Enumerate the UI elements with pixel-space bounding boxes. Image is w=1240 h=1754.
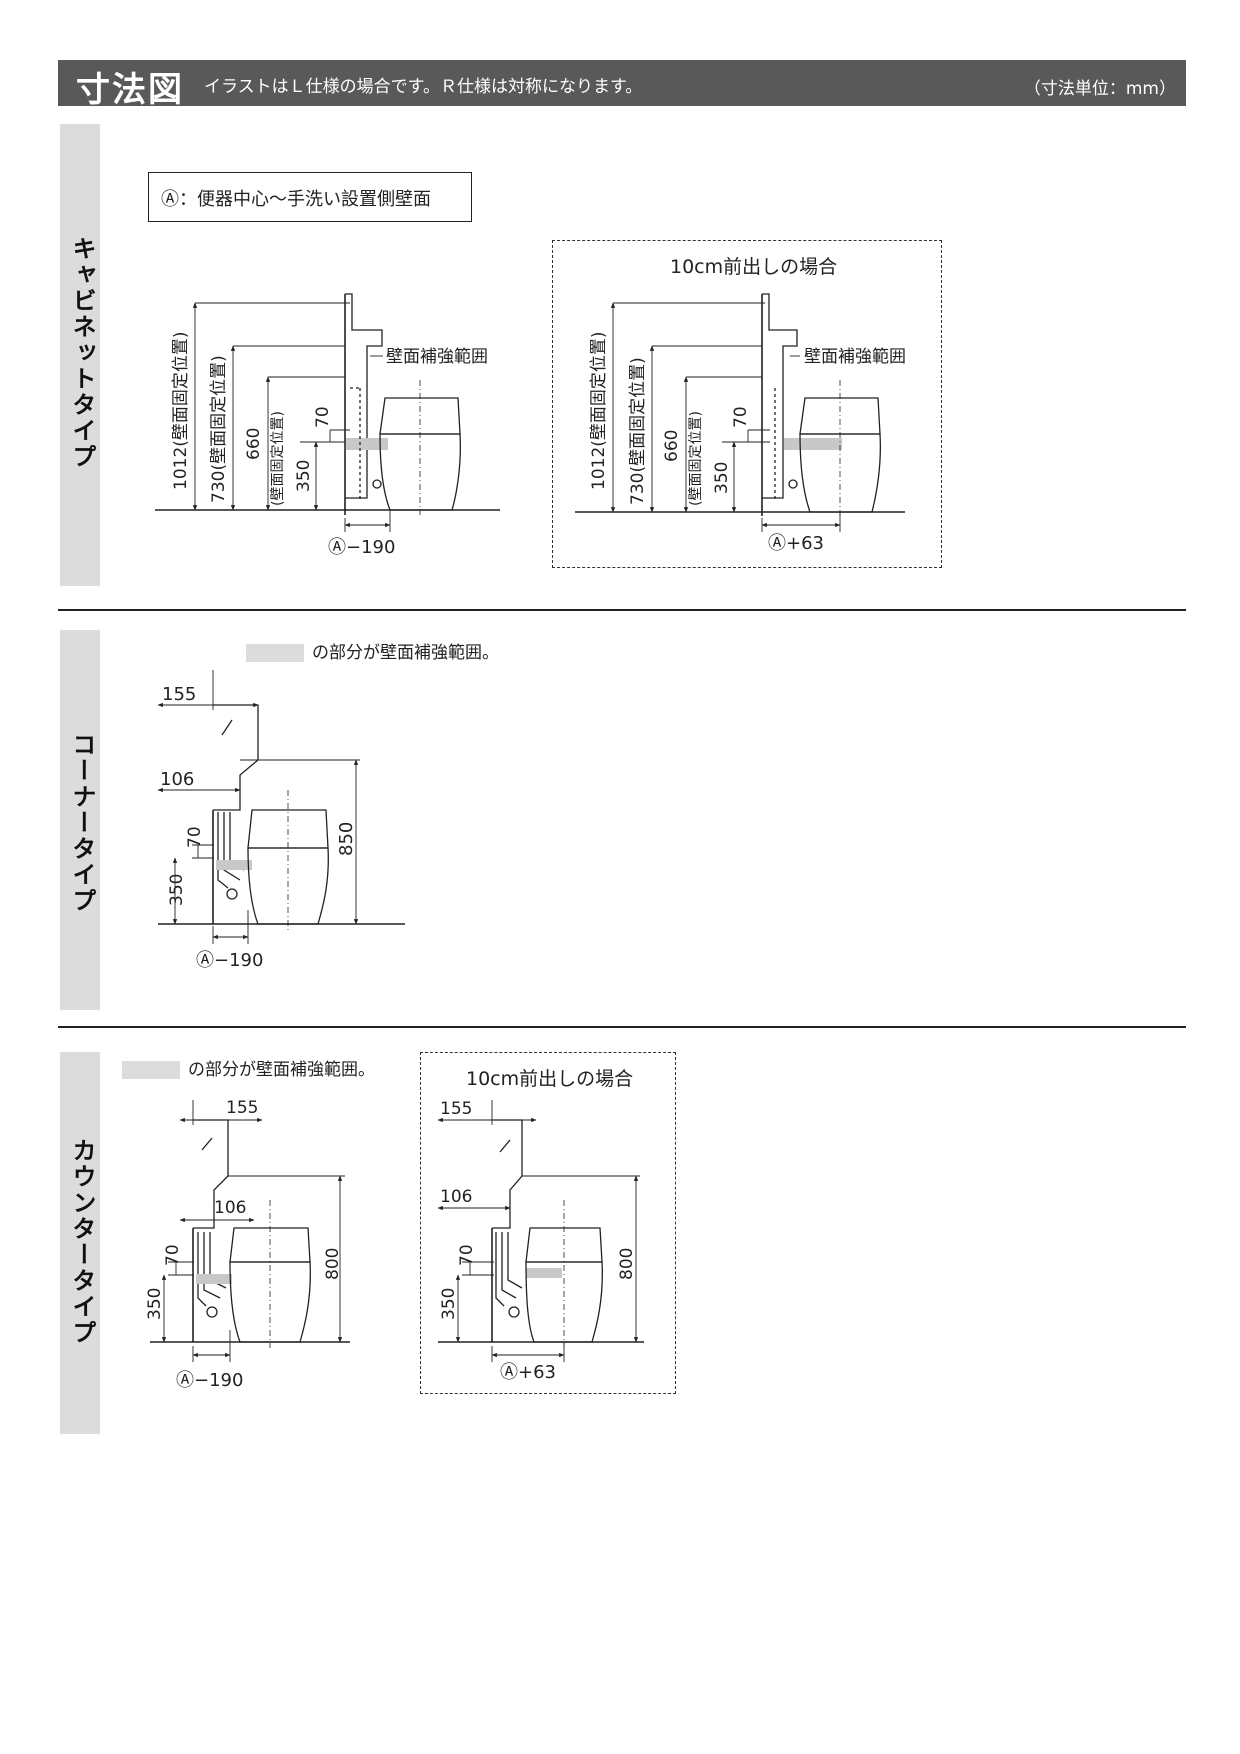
dim-350: 350 bbox=[145, 1288, 165, 1320]
offset-label: Ⓐ+63 bbox=[768, 533, 824, 554]
legend-text: Ⓐ：便器中心〜手洗い設置側壁面 bbox=[161, 189, 431, 210]
offset-label: Ⓐ+63 bbox=[500, 1362, 556, 1383]
tab-counter-label: カウンタータイプ bbox=[68, 1138, 96, 1346]
counter-left-diagram bbox=[150, 1100, 350, 1362]
dim-350: 350 bbox=[439, 1288, 459, 1320]
dim-155: 155 bbox=[440, 1099, 472, 1119]
dim-1012: 1012(壁面固定位置) bbox=[171, 331, 191, 490]
tab-cabinet-label: キャビネットタイプ bbox=[68, 236, 96, 470]
dim-155: 155 bbox=[162, 684, 196, 705]
wall-reinforce-label: 壁面補強範囲 bbox=[386, 347, 488, 367]
dim-1012: 1012(壁面固定位置) bbox=[589, 331, 609, 490]
dim-106: 106 bbox=[214, 1198, 246, 1218]
offset-label: Ⓐ−190 bbox=[196, 950, 263, 971]
dim-660-sub: (壁面固定位置) bbox=[270, 411, 286, 506]
dim-350: 350 bbox=[712, 462, 732, 494]
dim-730: 730(壁面固定位置) bbox=[209, 355, 229, 503]
offset-label: Ⓐ−190 bbox=[176, 1370, 243, 1391]
header-note: イラストはＬ仕様の場合です。Ｒ仕様は対称になります。 bbox=[204, 77, 643, 97]
dim-106: 106 bbox=[160, 769, 194, 790]
counter-right-diagram bbox=[437, 1100, 644, 1362]
reinforcement-swatch bbox=[122, 1061, 180, 1079]
swatch-legend: の部分が壁面補強範囲。 bbox=[122, 1055, 375, 1080]
swatch-legend: の部分が壁面補強範囲。 bbox=[246, 638, 499, 663]
dim-350: 350 bbox=[294, 460, 314, 492]
legend-box: Ⓐ：便器中心〜手洗い設置側壁面 bbox=[148, 172, 472, 222]
reinforcement-swatch bbox=[246, 644, 304, 662]
cabinet-left-diagram bbox=[155, 293, 500, 532]
swatch-legend-text: の部分が壁面補強範囲。 bbox=[312, 643, 499, 663]
cabinet-right-diagram bbox=[575, 293, 905, 532]
dim-350: 350 bbox=[167, 874, 187, 906]
dim-106: 106 bbox=[440, 1187, 472, 1207]
dim-660: 660 bbox=[662, 430, 682, 462]
section-divider bbox=[58, 609, 1186, 611]
forward-caption: 10cm前出しの場合 bbox=[466, 1068, 634, 1090]
dim-730: 730(壁面固定位置) bbox=[628, 357, 648, 505]
dim-70: 70 bbox=[313, 406, 333, 428]
offset-label: Ⓐ−190 bbox=[328, 537, 395, 558]
dim-660: 660 bbox=[244, 428, 264, 460]
dim-660-sub: (壁面固定位置) bbox=[688, 411, 704, 506]
swatch-legend-text: の部分が壁面補強範囲。 bbox=[188, 1060, 375, 1080]
dim-800: 800 bbox=[617, 1248, 637, 1280]
dim-800: 800 bbox=[323, 1248, 343, 1280]
unit-note: （寸法単位：mm） bbox=[1023, 79, 1176, 99]
section-divider bbox=[58, 1026, 1186, 1028]
tab-corner-label: コーナータイプ bbox=[68, 732, 96, 914]
tab-corner: コーナータイプ bbox=[60, 630, 100, 1010]
dim-850: 850 bbox=[336, 822, 357, 856]
dim-70: 70 bbox=[185, 826, 205, 848]
header-bar: 寸法図 イラストはＬ仕様の場合です。Ｒ仕様は対称になります。 （寸法単位：mm） bbox=[58, 60, 1186, 110]
dim-70: 70 bbox=[457, 1244, 477, 1266]
page-title: 寸法図 bbox=[76, 70, 184, 110]
dim-70: 70 bbox=[163, 1244, 183, 1266]
tab-cabinet: キャビネットタイプ bbox=[60, 124, 100, 586]
dim-70: 70 bbox=[731, 406, 751, 428]
forward-case-box bbox=[420, 1052, 676, 1394]
corner-diagram bbox=[157, 670, 405, 944]
tab-counter: カウンタータイプ bbox=[60, 1052, 100, 1434]
wall-reinforce-label: 壁面補強範囲 bbox=[804, 347, 906, 367]
dim-155: 155 bbox=[226, 1098, 258, 1118]
forward-caption: 10cm前出しの場合 bbox=[670, 256, 838, 278]
forward-case-box bbox=[552, 240, 942, 568]
